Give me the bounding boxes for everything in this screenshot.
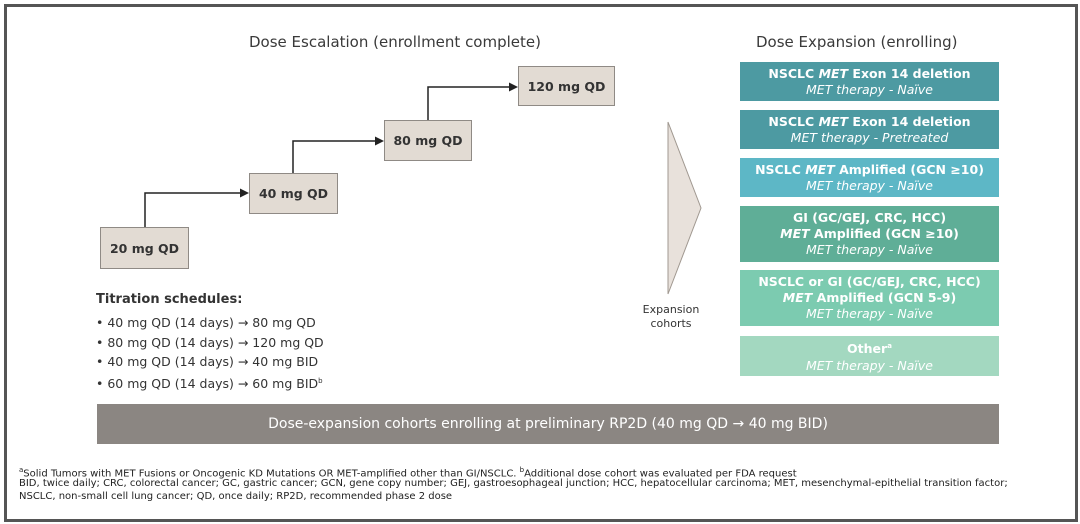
expansion-cohorts-label: Expansion cohorts bbox=[642, 303, 700, 330]
cohort-title: NSCLC MET Amplified (GCN ≥10) bbox=[755, 161, 984, 177]
arrowhead-80 bbox=[375, 136, 384, 146]
footnote-mark-b: b bbox=[318, 376, 323, 385]
dose-box-20mg: 20 mg QD bbox=[100, 227, 189, 269]
cohort-box-3: NSCLC MET Amplified (GCN ≥10) MET therap… bbox=[740, 158, 999, 197]
rp2d-banner: Dose-expansion cohorts enrolling at prel… bbox=[97, 404, 999, 444]
cohort-subtitle: MET Amplified (GCN 5-9) bbox=[782, 290, 957, 305]
titration-list: • 40 mg QD (14 days) → 80 mg QD • 80 mg … bbox=[96, 313, 324, 393]
arrowhead-120 bbox=[509, 82, 518, 92]
cohort-box-1: NSCLC MET Exon 14 deletion MET therapy -… bbox=[740, 62, 999, 101]
cohort-therapy: MET therapy - Naïve bbox=[806, 306, 933, 321]
cohort-title: GI (GC/GEJ, CRC, HCC) bbox=[792, 210, 947, 225]
titration-item: • 60 mg QD (14 days) → 60 mg BIDb bbox=[96, 375, 323, 391]
expansion-heading: Dose Expansion (enrolling) bbox=[756, 33, 958, 51]
arrowhead-40 bbox=[240, 188, 249, 198]
titration-item: • 40 mg QD (14 days) → 80 mg QD bbox=[96, 315, 316, 330]
cohort-title: Othera bbox=[847, 341, 892, 357]
cohort-subtitle: MET Amplified (GCN ≥10) bbox=[780, 226, 959, 241]
titration-item: • 80 mg QD (14 days) → 120 mg QD bbox=[96, 334, 324, 350]
connector-80-to-120 bbox=[427, 86, 510, 120]
footnote-ab: aSolid Tumors with MET Fusions or Oncoge… bbox=[19, 466, 797, 480]
connector-20-to-40 bbox=[144, 192, 241, 227]
cohort-therapy: MET therapy - Naïve bbox=[806, 242, 933, 257]
escalation-heading: Dose Escalation (enrollment complete) bbox=[249, 33, 541, 51]
footnote-abbreviations-2: NSCLC, non-small cell lung cancer; QD, o… bbox=[19, 491, 453, 502]
expansion-chevron bbox=[667, 121, 702, 295]
cohort-therapy: MET therapy - Naïve bbox=[806, 177, 933, 193]
cohort-title: NSCLC or GI (GC/GEJ, CRC, HCC) bbox=[758, 274, 981, 289]
connector-40-to-80 bbox=[292, 140, 376, 173]
cohort-box-5: NSCLC or GI (GC/GEJ, CRC, HCC) MET Ampli… bbox=[740, 270, 999, 326]
cohort-therapy: MET therapy - Naïve bbox=[806, 357, 933, 373]
titration-item: • 40 mg QD (14 days) → 40 mg BID bbox=[96, 354, 319, 369]
cohort-box-6: Othera MET therapy - Naïve bbox=[740, 336, 999, 376]
cohort-title: NSCLC MET Exon 14 deletion bbox=[768, 65, 971, 81]
cohort-title: NSCLC MET Exon 14 deletion bbox=[768, 113, 971, 129]
cohort-box-4: GI (GC/GEJ, CRC, HCC) MET Amplified (GCN… bbox=[740, 206, 999, 262]
dose-box-120mg: 120 mg QD bbox=[518, 66, 615, 106]
cohort-therapy: MET therapy - Naïve bbox=[806, 81, 933, 97]
titration-title: Titration schedules: bbox=[96, 292, 243, 307]
dose-box-80mg: 80 mg QD bbox=[384, 120, 472, 161]
dose-box-40mg: 40 mg QD bbox=[249, 173, 338, 214]
cohort-therapy: MET therapy - Pretreated bbox=[790, 129, 949, 145]
cohort-box-2: NSCLC MET Exon 14 deletion MET therapy -… bbox=[740, 110, 999, 149]
footnote-abbreviations-1: BID, twice daily; CRC, colorectal cancer… bbox=[19, 478, 1008, 489]
titration-schedules: Titration schedules: • 40 mg QD (14 days… bbox=[96, 292, 324, 393]
